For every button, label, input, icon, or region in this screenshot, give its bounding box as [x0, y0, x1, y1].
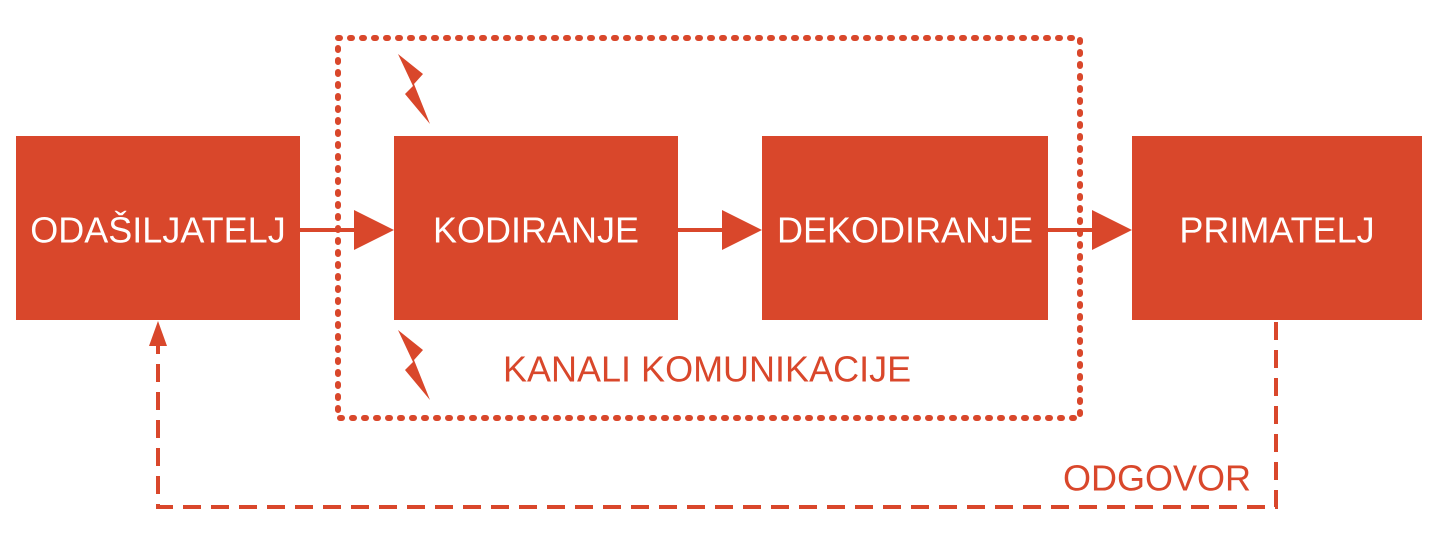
noise-lightning-top-icon	[398, 54, 430, 124]
block-decoding-label: DEKODIRANJE	[777, 210, 1033, 251]
block-sender-label: ODAŠILJATELJ	[30, 210, 285, 251]
channel-label: KANALI KOMUNIKACIJE	[503, 349, 911, 390]
block-encoding: KODIRANJE	[394, 136, 678, 320]
block-encoding-label: KODIRANJE	[433, 210, 639, 251]
feedback-path	[156, 322, 1278, 509]
block-sender: ODAŠILJATELJ	[16, 136, 300, 320]
noise-lightning-bottom-icon	[398, 330, 430, 400]
feedback-label: ODGOVOR	[1063, 458, 1251, 499]
block-receiver: PRIMATELJ	[1132, 136, 1422, 320]
feedback-arrowhead-icon	[149, 321, 167, 346]
block-decoding: DEKODIRANJE	[762, 136, 1048, 320]
block-receiver-label: PRIMATELJ	[1179, 210, 1374, 251]
